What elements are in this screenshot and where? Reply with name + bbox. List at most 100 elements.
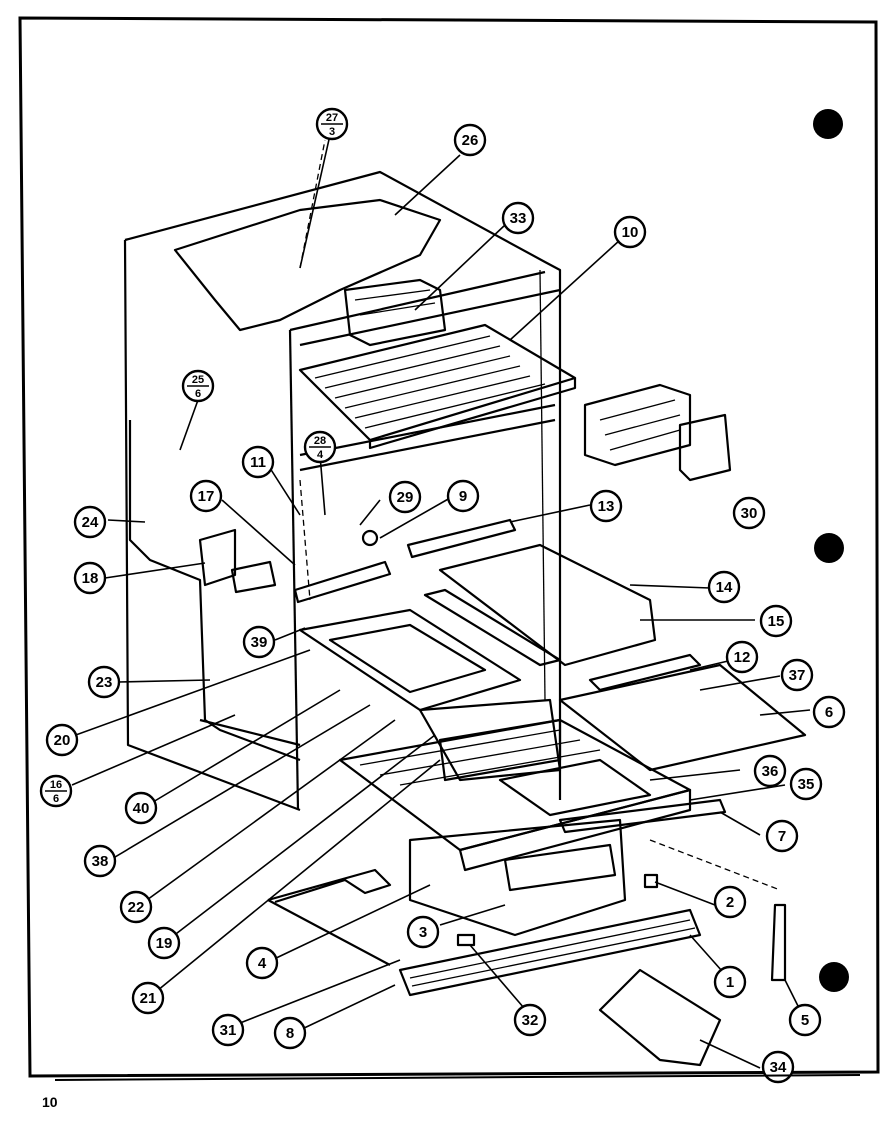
callout-23: 23 [87,665,121,699]
ice-tray-guard [343,278,447,347]
callout-40: 40 [124,791,158,825]
callout-circle [789,767,823,801]
callout-32: 32 [513,1003,547,1037]
refrigerator-cabinet [123,170,562,812]
callout-6: 6 [812,695,846,729]
callout-circle [812,695,846,729]
callout-number: 21 [140,990,157,1007]
page-number: 10 [42,1094,58,1110]
callout-circle [725,640,759,674]
drain-pan [598,968,722,1067]
fraction-top: 28 [314,435,326,447]
fraction-bottom: 3 [329,126,335,138]
ice-maker [583,383,732,482]
callout-circle [732,496,766,530]
callout-number: 4 [258,955,267,972]
callout-number: 29 [397,489,414,506]
support-bracket [267,868,392,904]
callout-26: 26 [453,123,487,157]
callout-circle [388,480,422,514]
callout-number: 35 [798,776,815,793]
callout-34: 34 [761,1050,795,1084]
shelf-rail-right [406,518,517,559]
callout-number: 3 [419,924,427,941]
callout-circle [765,819,799,853]
callout-circle [241,445,275,479]
callout-number: 19 [156,935,173,952]
callout-number: 14 [716,579,733,596]
toe-grille-slots [409,919,696,987]
fraction-bottom: 6 [195,388,201,400]
callout-31: 31 [211,1013,245,1047]
light-switch [230,560,277,594]
callout-circle [446,479,480,513]
callout-circle [589,489,623,523]
callout-number: 6 [825,704,833,721]
callout-12: 12 [725,640,759,674]
callout-21: 21 [131,981,165,1015]
callout-35: 35 [789,767,823,801]
callout-circle [73,505,107,539]
callout-number: 5 [801,1012,809,1029]
callout-circle [119,890,153,924]
callout-9: 9 [446,479,480,513]
callout-number: 37 [789,667,806,684]
callout-19: 19 [147,926,181,960]
callout-10: 10 [613,215,647,249]
callout-30: 30 [732,496,766,530]
fresh-food-shelf [438,543,657,667]
callout-number: 11 [250,454,266,471]
fraction-top: 27 [326,112,338,124]
callout-18: 18 [73,561,107,595]
callout-1: 1 [713,965,747,999]
callout-circle [87,665,121,699]
crisper-assembly [298,608,807,872]
callout-11: 11 [241,445,275,479]
callout-7: 7 [765,819,799,853]
callout-24: 24 [73,505,107,539]
callout-number: 30 [741,505,758,522]
callout-number: 12 [734,649,751,666]
shelf-rail-left [293,560,392,604]
callout-15: 15 [759,604,793,638]
callout-17: 17 [189,479,223,513]
callout-5: 5 [788,1003,822,1037]
callout-36: 36 [753,754,787,788]
callout-number: 2 [726,894,734,911]
callout-circle [788,1003,822,1037]
callout-29: 29 [388,480,422,514]
callout-circle [147,926,181,960]
callout-33: 33 [501,201,535,235]
callout-2: 2 [713,885,747,919]
callout-circle [211,1013,245,1047]
callout-circle [45,723,79,757]
dashed-ref-28 [299,479,311,601]
callout-circle [513,1003,547,1037]
callout-number: 10 [622,224,639,241]
callout-circle [242,625,276,659]
fraction-callout-25-6: 256 [181,369,215,403]
callout-20: 20 [45,723,79,757]
fraction-callout-16-6: 166 [39,774,73,808]
cap-plug [361,529,379,547]
clip [456,933,476,947]
callout-14: 14 [707,570,741,604]
callout-4: 4 [245,946,279,980]
callout-number: 1 [726,974,734,991]
callout-number: 15 [768,613,785,630]
registration-dot-bottom [819,962,849,992]
callout-22: 22 [119,890,153,924]
meat-drawer-front [503,843,617,892]
callout-circle [713,965,747,999]
callout-number: 23 [96,674,113,691]
toe-grille [398,908,702,997]
callout-circle [83,844,117,878]
callout-number: 8 [286,1025,294,1042]
callout-number: 39 [251,634,268,651]
callout-number: 33 [510,210,527,227]
fraction-bottom: 4 [317,449,324,461]
callout-number: 7 [778,828,786,845]
callout-3: 3 [406,915,440,949]
callout-number: 13 [598,498,615,515]
freezer-shelf [298,323,577,450]
